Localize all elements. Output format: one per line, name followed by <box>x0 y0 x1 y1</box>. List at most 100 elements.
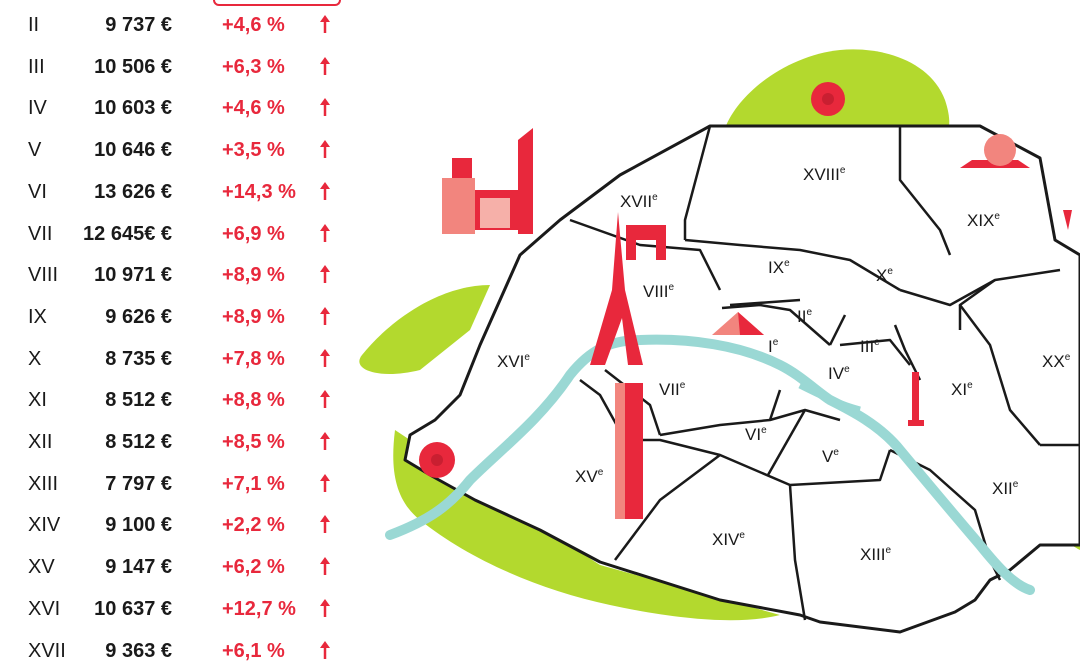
arrow-up-icon <box>320 181 330 200</box>
arrow-up-icon <box>320 432 330 450</box>
border-11-20 <box>958 278 1041 446</box>
price-cell: 10 646 € <box>94 139 172 162</box>
arrondissement-cell: XI <box>28 389 47 412</box>
price-cell: 10 506 € <box>94 55 172 78</box>
change-cell: +12,7 % <box>222 597 296 620</box>
border-3-4 <box>839 338 911 366</box>
table-row: XV 9 147 € +6,2 % <box>0 552 345 582</box>
border-17-18 <box>683 125 712 240</box>
arrow-up-icon <box>320 473 330 492</box>
table-row: XVI 10 637 € +12,7 % <box>0 594 345 624</box>
arrondissement-label: IVe <box>828 364 850 383</box>
arrondissement-label: VIe <box>745 425 767 444</box>
arrow-up-icon <box>320 390 330 409</box>
table-row: IX 9 626 € +8,9 % <box>0 302 345 332</box>
price-cell: 9 363 € <box>105 639 172 662</box>
arrondissement-label: XIXe <box>967 211 1000 230</box>
eiffel-tower-icon <box>590 212 643 365</box>
change-cell: +6,1 % <box>222 639 285 662</box>
arrondissement-label: XVIIe <box>620 192 658 211</box>
montparnasse-tower-icon <box>615 383 643 519</box>
arrondissement-label: IIIe <box>860 337 880 356</box>
border-6-5 <box>768 389 782 421</box>
price-cell: 10 603 € <box>94 97 172 120</box>
price-cell: 9 737 € <box>105 14 172 36</box>
arrondissement-cell: XVI <box>28 597 61 620</box>
price-cell: 8 512 € <box>105 389 172 412</box>
arrow-up-icon <box>320 56 330 75</box>
green-blob-west <box>359 285 490 375</box>
border-9-10-north <box>684 238 901 292</box>
change-cell: +8,8 % <box>222 389 285 412</box>
green-blob-south <box>393 430 780 621</box>
change-cell: +6,3 % <box>222 55 285 78</box>
border-10-11 <box>899 268 1061 307</box>
change-cell: +7,1 % <box>222 472 285 495</box>
arrow-up-icon <box>320 306 330 325</box>
arrondissement-label: XIIIe <box>860 545 892 564</box>
arrondissement-cell: XII <box>28 431 53 453</box>
arrondissement-cell: XIV <box>28 514 61 537</box>
louvre-pyramid-icon <box>712 312 764 335</box>
arrondissement-label: XVIe <box>497 352 530 371</box>
arrow-up-icon <box>320 15 330 33</box>
price-cell: 13 626 € <box>94 180 172 203</box>
arrow-up-icon <box>320 598 330 617</box>
border-13-14 <box>788 484 807 621</box>
arrondissement-cell: IX <box>28 305 47 328</box>
table-row: XIV 9 100 € +2,2 % <box>0 510 345 540</box>
border-1-2 <box>721 303 831 346</box>
border-18-19 <box>898 126 952 256</box>
price-cell: 9 626 € <box>105 305 172 328</box>
border-16-15b <box>604 369 662 436</box>
arrondissement-label: XIVe <box>712 530 745 549</box>
sacre-coeur-icon <box>960 134 1030 168</box>
change-cell: +4,6 % <box>222 14 285 36</box>
bastille-column-icon <box>908 372 924 426</box>
table-row: XI 8 512 € +8,8 % <box>0 385 345 415</box>
border-2-9 <box>729 298 801 307</box>
seine-river <box>385 334 1035 595</box>
arrondissement-cell: VIII <box>28 264 59 287</box>
table-row: II 9 737 € +4,6 % <box>0 10 345 40</box>
price-cell: 12 645€ € <box>83 222 172 245</box>
change-cell: +4,6 % <box>222 97 285 120</box>
arrondissement-label: Ve <box>822 447 839 466</box>
arrondissement-cell: VII <box>28 222 53 245</box>
change-cell: +8,9 % <box>222 264 285 287</box>
border-4-11 <box>893 324 922 381</box>
change-cell: +6,2 % <box>222 556 285 579</box>
change-cell: +6,9 % <box>222 222 285 245</box>
arrondissement-label: IXe <box>768 258 790 277</box>
arrondissement-cell: XV <box>28 556 55 579</box>
arrondissement-label: VIIIe <box>643 282 675 301</box>
football-icon-2 <box>419 442 455 478</box>
arrondissement-cell: II <box>28 14 40 36</box>
arc-de-triomphe-icon <box>626 225 666 260</box>
east-edge-icon <box>1063 210 1072 230</box>
football-icon <box>811 82 845 116</box>
price-cell: 9 100 € <box>105 514 172 537</box>
change-cell: +8,9 % <box>222 305 285 328</box>
arrow-up-icon <box>320 223 330 242</box>
arrondissement-label: XVIIIe <box>803 165 846 184</box>
arrow-up-icon <box>320 140 330 159</box>
arrondissement-cell: XVII <box>28 639 66 662</box>
arrondissement-label: XVe <box>575 467 604 486</box>
border-15-14 <box>625 438 892 487</box>
price-cell: 9 147 € <box>105 556 172 579</box>
change-cell: +2,2 % <box>222 514 285 537</box>
change-cell: +14,3 % <box>222 180 296 203</box>
change-cell: +7,8 % <box>222 347 285 370</box>
price-cell: 8 512 € <box>105 431 172 453</box>
arrow-up-icon <box>320 640 330 659</box>
price-cell: 10 637 € <box>94 597 172 620</box>
